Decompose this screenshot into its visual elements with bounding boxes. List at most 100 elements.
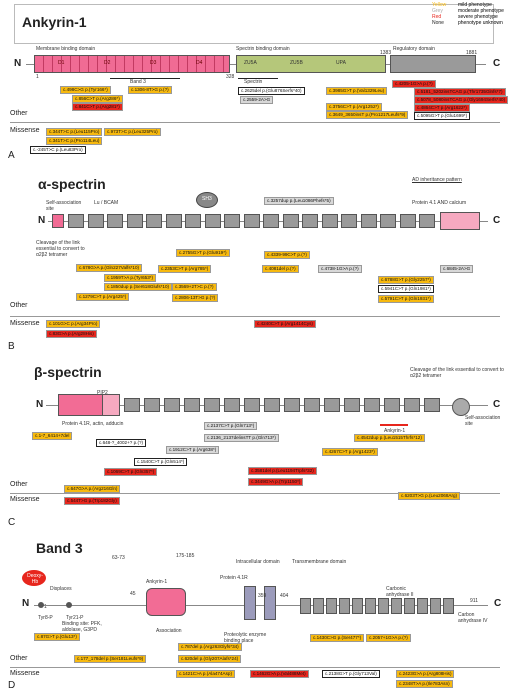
alpha-variant: c.6788G>T p.(Gly2257*) — [378, 276, 434, 284]
band3-tm-segment-3 — [326, 598, 337, 614]
beta-repeat-6 — [224, 398, 240, 412]
alpha-variant: c.4339-99C>T p.(?) — [264, 251, 310, 259]
alpha-repeat-6 — [165, 214, 182, 228]
band3-tm-segment-7 — [378, 598, 389, 614]
ankyrin-variant: c.1306-8T>G p.(?) — [128, 86, 172, 94]
alpha-self-association: Self-association site — [46, 200, 82, 212]
ankyrin-other-label: Other — [10, 110, 28, 117]
alpha-repeat-15 — [341, 214, 357, 228]
ankyrin-d3-label: D3 — [150, 60, 157, 66]
ankyrin-missense-variant: c.344T>C p.(Leu115Pro) — [46, 128, 103, 136]
ankyrin-variant: c.5078_5080insTCAG p.(Gly1694Serfs*40) — [414, 96, 509, 104]
band3-backbone — [34, 605, 488, 606]
band3-variant: c.1430C>G p.(Ser477*) — [310, 634, 365, 642]
beta-variant: c.1912C>T p.(Arg638*) — [166, 446, 220, 454]
band3-pos-359: 359 — [258, 593, 267, 599]
alpha-missense-variant: c.83G>A p.(Arg28His) — [46, 330, 97, 338]
alpha-missense-label: Missense — [10, 320, 40, 327]
beta-c-terminus: C — [493, 399, 501, 410]
beta-repeat-4 — [184, 398, 200, 412]
legend-key-red: Red — [432, 14, 442, 20]
band3-tm-segment-5 — [352, 598, 363, 614]
ankyrin-divider — [10, 122, 500, 123]
band3-tyr21: Tyr21-P — [66, 615, 84, 621]
legend-key-yellow: Yellow — [432, 2, 447, 8]
band3-pos-6373: 63-73 — [112, 555, 125, 561]
band3-pos-404: 404 — [280, 593, 289, 599]
band3-protein41: Protein 4.1R — [220, 575, 248, 581]
beta-repeat-16 — [424, 398, 440, 412]
beta-repeat-7 — [244, 398, 260, 412]
ankyrin-n-terminus: N — [14, 58, 22, 69]
band3-tm-segment-11 — [430, 598, 441, 614]
band3-tm-segment-1 — [300, 598, 311, 614]
alpha-protein41: Protein 4.1 AND calcium — [412, 200, 467, 206]
band3-cytoplasmic-domain — [146, 588, 186, 616]
panel-a-frame — [14, 4, 494, 44]
beta-variant: c.4542dup p.(Leu1515Thrfs*12) — [354, 434, 425, 442]
beta-repeat-12 — [344, 398, 360, 412]
band3-tm-segment-10 — [417, 598, 428, 614]
alpha-lu-bcam: Lu / BCAM — [94, 200, 119, 206]
ankyrin-variant: c.5095G>T p.(Glu1699*) — [414, 112, 471, 120]
band3-deoxyhb-oval — [22, 570, 46, 586]
alpha-variant: c.678G>A p.(Gln227Valfs*10) — [76, 264, 143, 272]
beta-protein41: Protein 4.1R, actin, adducin — [62, 421, 124, 427]
alpha-repeat-18 — [399, 214, 416, 228]
alpha-repeat-1 — [68, 214, 84, 228]
ankyrin-variant: c.2625del p.(Glu876Serfs*40) — [238, 87, 305, 95]
legend-key-grey: Grey — [432, 8, 443, 14]
band3-missense-variant: c.1421C>A p.(Ala474Asp) — [176, 670, 235, 678]
band3-n-terminus: N — [22, 598, 30, 609]
ankyrin-missense-variant: c.341T>C p.(Pro114Leu) — [46, 137, 103, 145]
ankyrin-pos-328: 328 — [226, 74, 235, 80]
alpha-repeat-16 — [360, 214, 377, 228]
alpha-variant: c.1850dup p.(Ser618Glufs*10) — [104, 283, 173, 291]
beta-ankyrin: Ankyrin-1 — [384, 428, 406, 434]
beta-repeat-13 — [364, 398, 380, 412]
legend-key-none: None — [432, 20, 444, 26]
ankyrin-variant: c.856C>T p.(Arg286*) — [72, 95, 123, 103]
beta-cleavage: Cleavage of the link essential to conver… — [410, 367, 504, 379]
ankyrin-pos-1383: 1383 — [380, 50, 392, 56]
ankyrin-missense-variant: c.973T>C p.(Leu325Pro) — [104, 128, 161, 136]
ankyrin-band3-label: Band 3 — [130, 79, 146, 85]
alpha-n-terminus: N — [38, 215, 46, 226]
ankyrin-variant: c.3649_3650insT p.(Pro1217Leufs*9) — [326, 111, 409, 119]
alpha-repeat-7 — [185, 214, 201, 228]
alpha-other-label: Other — [10, 302, 28, 309]
alpha-variant: c.2353C>T p.(Arg785*) — [158, 265, 212, 273]
alpha-variant: c.6845-2A>G — [440, 265, 474, 273]
band3-tm-segment-12 — [443, 598, 454, 614]
ankyrin-spectrin-site-bar — [238, 78, 278, 79]
alpha-repeat-4 — [126, 214, 143, 228]
beta-repeat-10 — [304, 398, 320, 412]
beta-missense-variant: c.544T>G p.(Trp182Gly) — [64, 497, 120, 505]
alpha-ef-hand — [440, 212, 480, 230]
ankyrin-title: Ankyrin-1 — [22, 14, 87, 30]
alpha-variant: c.2806-13T>G p.(?) — [172, 294, 219, 302]
alpha-variant: c.3257dup p.(Leu1086Phefs*5) — [264, 197, 334, 205]
band3-tyr8-dot — [38, 602, 44, 608]
beta-repeat-3 — [164, 398, 180, 412]
ankyrin-variant: c.3985G>T p.(Val1329Leu) — [326, 87, 388, 95]
beta-repeat-11 — [324, 398, 340, 412]
band3-title: Band 3 — [36, 540, 83, 556]
alpha-variant: c.5791C>T p.(Gln1931*) — [378, 295, 434, 303]
ankyrin-d4-label: D4 — [196, 60, 203, 66]
ankyrin-membrane-domain: Membrane binding domain — [36, 46, 96, 52]
band3-missense-variant: c.2423G>A p.(Arg808His) — [396, 670, 455, 678]
band3-missense-variant: c.1462G>A p.(Val488Met) — [250, 670, 309, 678]
ankyrin-pos-1: 1 — [36, 74, 39, 80]
band3-divider — [10, 667, 500, 668]
beta-missense-label: Missense — [10, 496, 40, 503]
beta-repeat-9 — [284, 398, 300, 412]
beta-repeat-15 — [404, 398, 420, 412]
beta-repeat-5 — [204, 398, 220, 412]
legend-label-grey: moderate phenotype — [458, 8, 504, 14]
alpha-missense-variant: c.4240C>T p.(Arg1414Cys) — [254, 320, 316, 328]
ankyrin-missense-label: Missense — [10, 127, 40, 134]
beta-variant: c.2137C>T p.(Gln713*) — [204, 422, 258, 430]
alpha-cleavage: Cleavage of the link essential to conver… — [36, 240, 85, 258]
